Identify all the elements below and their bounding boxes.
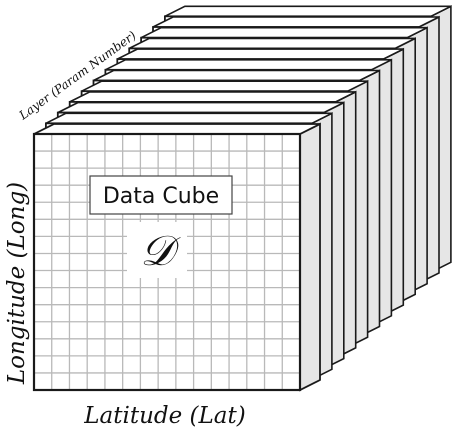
data-cube-label-box bbox=[89, 175, 233, 215]
layer-sheet-top bbox=[69, 91, 357, 103]
layer-sheet-top bbox=[93, 69, 380, 82]
front-layer-top bbox=[33, 123, 321, 135]
data-cube-label: Data Cube bbox=[103, 184, 219, 209]
front-layer bbox=[32, 122, 321, 392]
front-layer-side bbox=[299, 122, 321, 392]
longitude-axis-label: Longitude (Long) bbox=[4, 182, 30, 385]
latitude-axis-label: Latitude (Lat) bbox=[83, 403, 245, 429]
layer-sheet-top bbox=[140, 26, 428, 39]
layer-sheet-top bbox=[45, 112, 333, 125]
layer-sheet-top bbox=[164, 5, 452, 18]
layer-sheet-top bbox=[57, 101, 345, 114]
layer-sheet-top bbox=[81, 80, 368, 92]
front-layer-border bbox=[32, 132, 302, 392]
front-grid bbox=[34, 134, 300, 390]
symbol-background bbox=[127, 222, 187, 278]
layer-sheet-top bbox=[116, 48, 404, 60]
layer-sheet-top bbox=[152, 16, 440, 28]
layer-sheet-top bbox=[128, 37, 416, 50]
layer-sheet-top bbox=[105, 58, 392, 71]
